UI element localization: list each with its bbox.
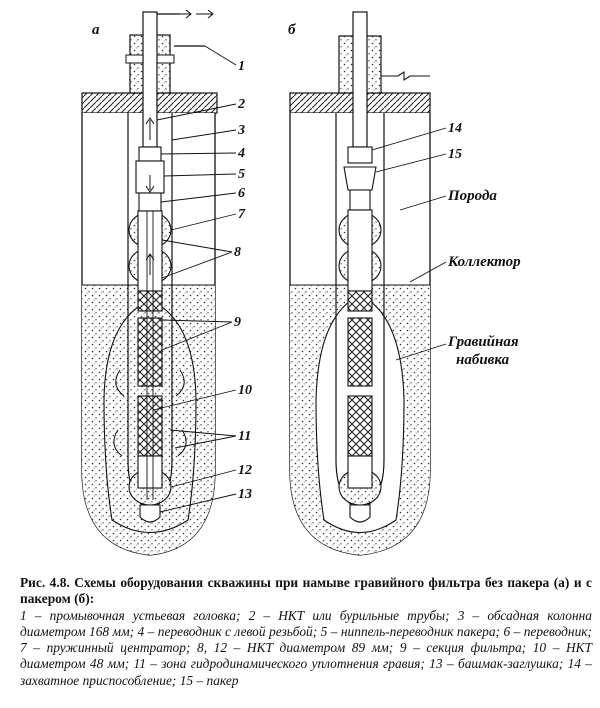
filter-section-b-1: [347, 290, 373, 312]
shoe-plug-b: [349, 504, 371, 523]
panel-a-label: а: [92, 22, 100, 38]
callout-15: 15: [448, 147, 462, 162]
tubing-89-lower-a: [137, 455, 163, 489]
callout-11: 11: [238, 429, 251, 444]
flow-swirl-a-3: [113, 429, 123, 457]
caption-body: 1 – промывочная устьевая головка; 2 – НК…: [20, 607, 592, 688]
callout-12: 12: [238, 463, 252, 478]
flow-arrow-out2-a: [196, 9, 214, 19]
valve-b: [381, 70, 430, 82]
sub-a: [138, 192, 162, 212]
sub-b: [349, 189, 371, 211]
label-collector: Коллектор: [447, 254, 521, 270]
label-gravel-2: набивка: [456, 352, 510, 368]
grab-device-b: [347, 146, 373, 164]
callout-14: 14: [448, 121, 462, 136]
label-rock: Порода: [447, 188, 497, 204]
label-gravel-1: Гравийная: [447, 334, 519, 350]
callout-5: 5: [238, 167, 245, 182]
filter-section-b-2: [347, 317, 373, 387]
flow-arrow-up-a-2: [145, 253, 155, 275]
flow-arrow-down-a: [145, 175, 155, 193]
callout-7: 7: [238, 207, 246, 222]
callout-leaders-a: [152, 45, 237, 513]
tubing-89-b: [347, 209, 373, 292]
caption-title: Рис. 4.8. Схемы оборудования скважины пр…: [20, 575, 592, 607]
figure-caption: Рис. 4.8. Схемы оборудования скважины пр…: [20, 575, 592, 689]
callout-4: 4: [237, 146, 245, 161]
filter-section-a-2: [137, 317, 163, 387]
tubing-b: [352, 11, 368, 148]
flow-swirl-a-1: [115, 369, 125, 397]
flow-arrow-up-a: [145, 117, 155, 140]
callout-6: 6: [238, 186, 245, 201]
panel-b: б 14 15 Порода Коллек: [288, 11, 521, 556]
packer-b: [343, 166, 377, 191]
flow-swirl-a-2: [175, 369, 185, 397]
callout-1: 1: [238, 59, 245, 74]
callout-2: 2: [237, 97, 245, 112]
flow-swirl-a-4: [177, 429, 187, 457]
left-thread-sub-a: [138, 146, 162, 162]
panel-a: а: [81, 9, 252, 556]
callout-3: 3: [237, 123, 245, 138]
callout-10: 10: [238, 383, 252, 398]
callout-leaders-b: [371, 127, 447, 361]
tubing-89-lower-b: [347, 455, 373, 489]
well-equipment-diagram: а: [81, 9, 521, 556]
flow-arrow-out-a: [180, 9, 192, 19]
callout-9: 9: [234, 315, 241, 330]
callout-8: 8: [234, 245, 241, 260]
filter-section-a-3: [137, 395, 163, 457]
tubing-89-a: [137, 210, 163, 292]
filter-section-b-3: [347, 395, 373, 457]
filter-section-a-1: [137, 290, 163, 312]
panel-b-label: б: [288, 22, 296, 38]
callout-13: 13: [238, 487, 252, 502]
shoe-plug-a: [139, 504, 161, 523]
